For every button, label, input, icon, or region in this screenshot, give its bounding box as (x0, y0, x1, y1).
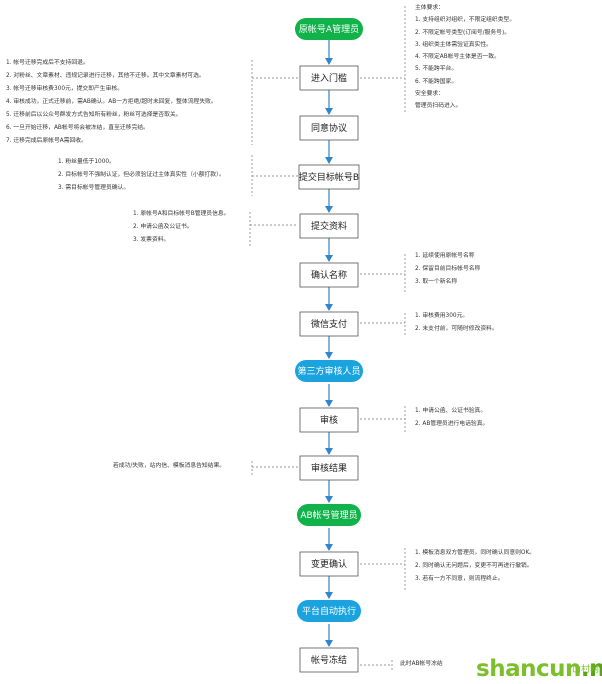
note-line: 3. 发票资料。 (133, 237, 170, 243)
note-line: 1. 延续使用原帐号名称 (415, 253, 475, 259)
note-review-right: 1. 申请公函、公证书验真。 2. AB管理员进行电话验真。 (415, 405, 488, 431)
note-line: 4. 审核成功，正式迁移前，需AB确认。AB一方拒绝/超时未回复，整体流程失败。 (6, 99, 217, 105)
note-line: 管理员扫码进入。 (415, 103, 462, 110)
node-review-result (299, 455, 359, 481)
note-line: 此时AB帐号冻结 (400, 661, 443, 667)
role-pills (295, 18, 363, 622)
pill-start (295, 18, 363, 40)
label-ab-admin: AB帐号管理员 (300, 509, 357, 521)
note-enter-right: 主体要求： 1. 支持组织对组织，不限定组织类型。 2. 不限定帐号类型(订阅号… (415, 2, 515, 113)
node-wechat-pay (299, 311, 359, 337)
note-line: 6. 不能跨国家。 (415, 78, 458, 85)
label-submit-docs: 提交资料 (311, 220, 347, 232)
node-confirm-name (299, 262, 359, 288)
node-enter (299, 65, 359, 91)
node-review (299, 407, 359, 433)
pill-platform-auto (297, 600, 361, 622)
label-wechat-pay: 微信支付 (311, 318, 347, 330)
note-line: 主体要求： (415, 5, 444, 11)
note-line: 2. 对粉丝、文章素材、违规记录进行迁移，其他不迁移。其中文章素材可选。 (6, 73, 205, 79)
label-enter: 进入门槛 (311, 72, 347, 84)
note-line: 3. 需目标帐号管理员确认。 (58, 185, 130, 191)
note-docs-left: 1. 原帐号A和目标帐号B管理员信息。 2. 申请公函及公证书。 3. 发票资料… (133, 208, 229, 247)
label-platform-auto: 平台自动执行 (302, 605, 356, 617)
node-change-confirm (299, 551, 359, 577)
note-line: 3. 取一个新名称 (415, 279, 458, 285)
note-line: 2. 不限定帐号类型(订阅号/服务号)。 (415, 29, 511, 36)
node-freeze (299, 647, 359, 673)
note-line: 2. 申请公函及公证书。 (133, 224, 193, 230)
note-change-right: 1. 模板消息双方管理员，同时确认同意则OK。 2. 同时确认无问题后，变更不可… (415, 547, 535, 586)
watermark-brand: shancun (476, 656, 581, 682)
note-brackets (249, 6, 406, 672)
note-line: 2. AB管理员进行电话验真。 (415, 421, 489, 427)
note-line: 1. 申请公函、公证书验真。 (415, 408, 487, 414)
note-freeze-right: 此时AB帐号冻结 (400, 658, 443, 671)
note-line: 1. 模板消息双方管理员，同时确认同意则OK。 (415, 550, 536, 556)
watermark-cn: 山村网 (572, 665, 600, 675)
note-line: 1. 支持组织对组织，不限定组织类型。 (415, 17, 516, 24)
note-line: 3. 若有一方不同意，则流程终止。 (415, 576, 504, 582)
label-start: 原帐号A管理员 (299, 23, 359, 35)
note-pay-right: 1. 审核费用300元。 2. 未支付前，可随时修改资料。 (415, 310, 498, 336)
note-line: 安全要求： (415, 91, 444, 98)
label-confirm-name: 确认名称 (311, 269, 347, 281)
note-line: 5. 迁移前后以公众号群发方式告知所有粉丝，粉丝可选择是否取关。 (6, 112, 182, 118)
note-line: 2. 目标帐号不强制认证，但必须验证过主体真实性（小额打款）。 (58, 172, 225, 178)
pill-third-party (295, 360, 363, 382)
note-line: 1. 帐号迁移完成后不支持回退。 (6, 60, 89, 66)
node-submit-target (298, 164, 360, 190)
note-line: 4. 不限定AB帐号主体是否一致。 (415, 54, 500, 61)
note-enter-left: 1. 帐号迁移完成后不支持回退。 2. 对粉丝、文章素材、违规记录进行迁移，其他… (6, 57, 217, 148)
note-line: 6. 一旦开始迁移，AB帐号将会被冻结，直至迁移完结。 (6, 125, 149, 131)
node-labels: 原帐号A管理员 进入门槛 同意协议 提交目标帐号B 提交资料 确认名称 微信支付… (297, 23, 360, 666)
label-review-result: 审核结果 (311, 462, 347, 474)
node-submit-docs (299, 213, 359, 239)
label-agree: 同意协议 (311, 122, 347, 134)
note-target-left: 1. 粉丝量低于1000。 2. 目标帐号不强制认证，但必须验证过主体真实性（小… (58, 156, 225, 195)
note-result-left: 若成功/失败，站内信、模板消息告知结果。 (113, 460, 225, 473)
note-line: 1. 审核费用300元。 (415, 313, 469, 319)
pill-ab-admin (297, 504, 361, 526)
note-line: 2. 同时确认无问题后，变更不可再进行撤销。 (415, 563, 533, 569)
label-third-party: 第三方审核人员 (297, 365, 360, 377)
watermark-logo: shancun.net (476, 656, 602, 682)
note-line: 3. 组织类主体需验证真实性。 (415, 41, 492, 48)
note-name-right: 1. 延续使用原帐号名称 2. 保留目前目标帐号名称 3. 取一个新名称 (415, 250, 480, 289)
note-line: 若成功/失败，站内信、模板消息告知结果。 (113, 463, 226, 469)
label-review: 审核 (320, 414, 338, 426)
watermark-tld: .net (580, 656, 602, 682)
note-line: 2. 保留目前目标帐号名称 (415, 266, 481, 272)
note-line: 7. 迁移完成后原帐号A需回收。 (6, 138, 87, 144)
label-submit-target: 提交目标帐号B (299, 171, 359, 183)
label-change-confirm: 变更确认 (311, 558, 347, 570)
note-line: 3. 帐号迁移审核费300元，提交即产生审核。 (6, 86, 123, 92)
note-line: 1. 粉丝量低于1000。 (58, 159, 115, 165)
note-line: 2. 未支付前，可随时修改资料。 (415, 326, 498, 332)
process-boxes (298, 65, 360, 673)
note-line: 1. 原帐号A和目标帐号B管理员信息。 (133, 211, 230, 217)
label-freeze: 帐号冻结 (311, 654, 347, 666)
node-agree (299, 115, 359, 141)
note-line: 5. 不能跨平台。 (415, 66, 458, 73)
